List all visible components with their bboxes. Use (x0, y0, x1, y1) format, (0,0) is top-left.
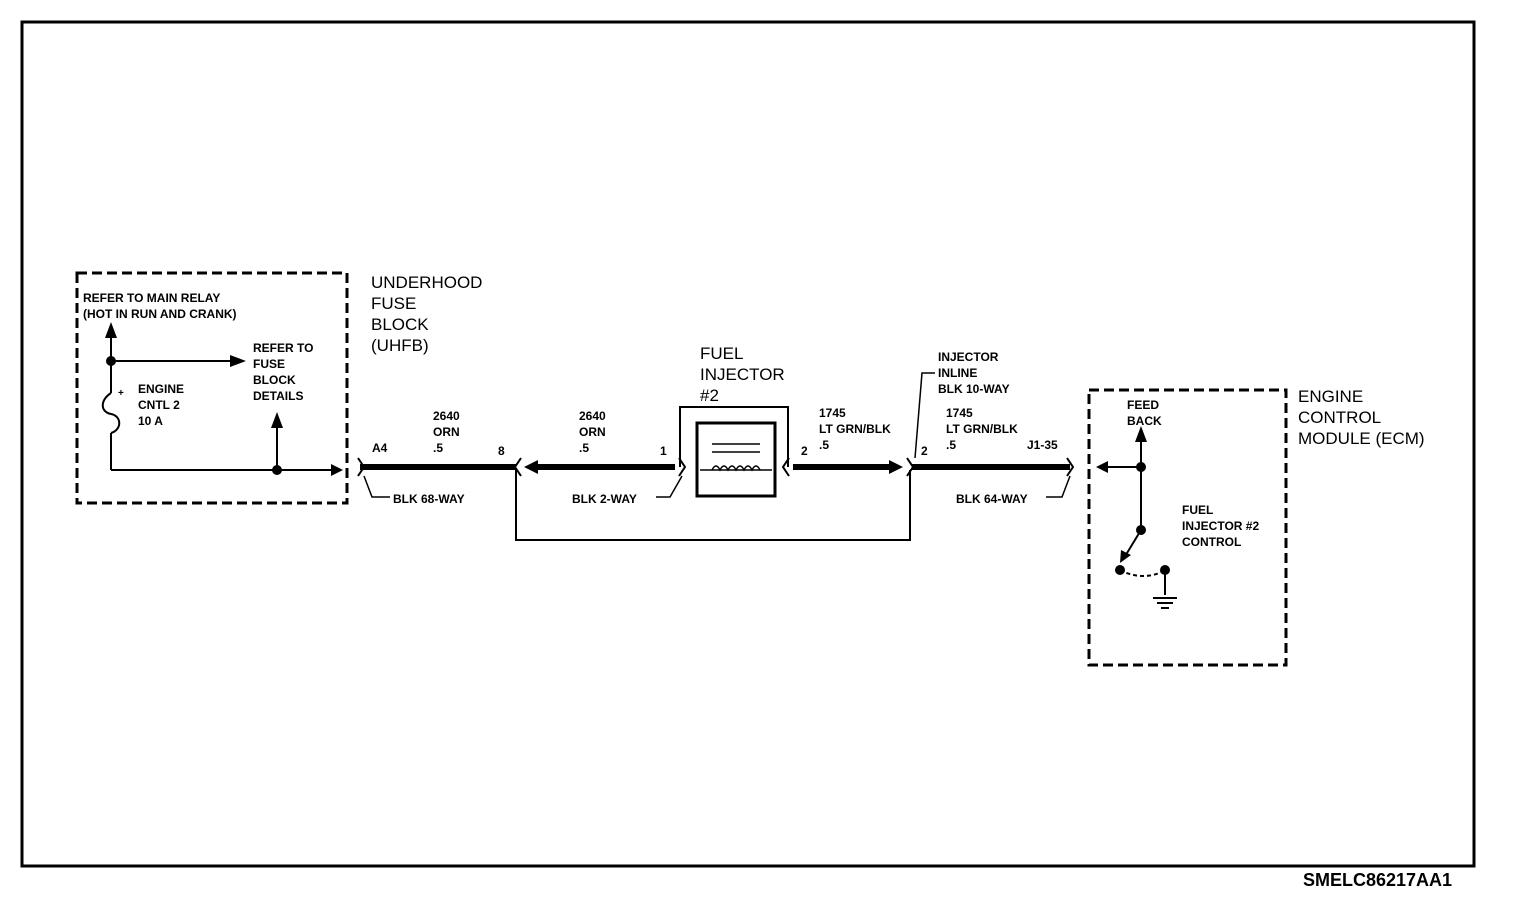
wire-arrow-left-icon (524, 460, 538, 474)
ground-contact-dot (1160, 565, 1170, 575)
injector-coil-icon (700, 443, 772, 472)
uhfb-title: UNDERHOOD FUSE BLOCK (UHFB) (371, 273, 483, 355)
bypass-loop-wire (515, 470, 911, 541)
ecm-internal-wiring (1100, 430, 1177, 609)
injector-body (695, 421, 777, 498)
switch-pivot-dot (1136, 525, 1146, 535)
wire-arrow-right-icon (889, 460, 903, 474)
connector-64-way: BLK 64-WAY (956, 492, 1028, 506)
wire-label-2: 2640 ORN .5 (579, 409, 606, 455)
pin-2-injector: 2 (801, 444, 808, 458)
inline-title: INJECTOR INLINE BLK 10-WAY (938, 350, 1010, 396)
switch-arrow-icon (1120, 550, 1131, 563)
injector-title: FUEL INJECTOR #2 (700, 344, 785, 405)
wire-label-4: 1745 LT GRN/BLK .5 (946, 406, 1018, 452)
splice-dot (106, 356, 116, 366)
feedback-arrow-up-icon (1135, 426, 1147, 442)
pin-8: 8 (498, 444, 505, 458)
fuse-details-arrow-right-icon (230, 355, 246, 367)
pin-j1-35: J1-35 (1027, 438, 1058, 452)
switch-contact-dot (1115, 565, 1125, 575)
ecm-title: ENGINE CONTROL MODULE (ECM) (1298, 387, 1425, 448)
ecm-input-arrow-icon (1096, 461, 1108, 473)
injector-housing (679, 406, 789, 467)
connector-68-way: BLK 68-WAY (393, 492, 465, 506)
main-relay-label: REFER TO MAIN RELAY (HOT IN RUN AND CRAN… (83, 291, 237, 321)
injector-control-label: FUEL INJECTOR #2 CONTROL (1182, 503, 1260, 549)
ecm-box (1087, 388, 1288, 667)
figure-code: SMELC86217AA1 (1303, 870, 1453, 890)
fuse-details-arrow-up-icon (271, 412, 283, 428)
splice-dot (1136, 462, 1146, 472)
uhfb-output-arrow-icon (331, 464, 343, 476)
main-relay-arrow-icon (105, 322, 117, 338)
connector-2-way: BLK 2-WAY (572, 492, 637, 506)
wire-label-3: 1745 LT GRN/BLK .5 (819, 406, 891, 452)
pin-2-inline: 2 (921, 444, 928, 458)
pin-1: 1 (660, 444, 667, 458)
fuse-details-label: REFER TO FUSE BLOCK DETAILS (253, 341, 314, 403)
fuse-plus-icon: + (118, 388, 124, 399)
wire-label-1: 2640 ORN .5 (433, 409, 460, 455)
outer-frame (20, 20, 1476, 868)
pin-a4: A4 (372, 441, 388, 455)
fuse-label: ENGINE CNTL 2 10 A (138, 382, 185, 428)
splice-dot (272, 465, 282, 475)
feedback-label: FEED BACK (1127, 398, 1162, 428)
connector-leaders (363, 372, 1071, 498)
uhfb-box (75, 271, 349, 505)
